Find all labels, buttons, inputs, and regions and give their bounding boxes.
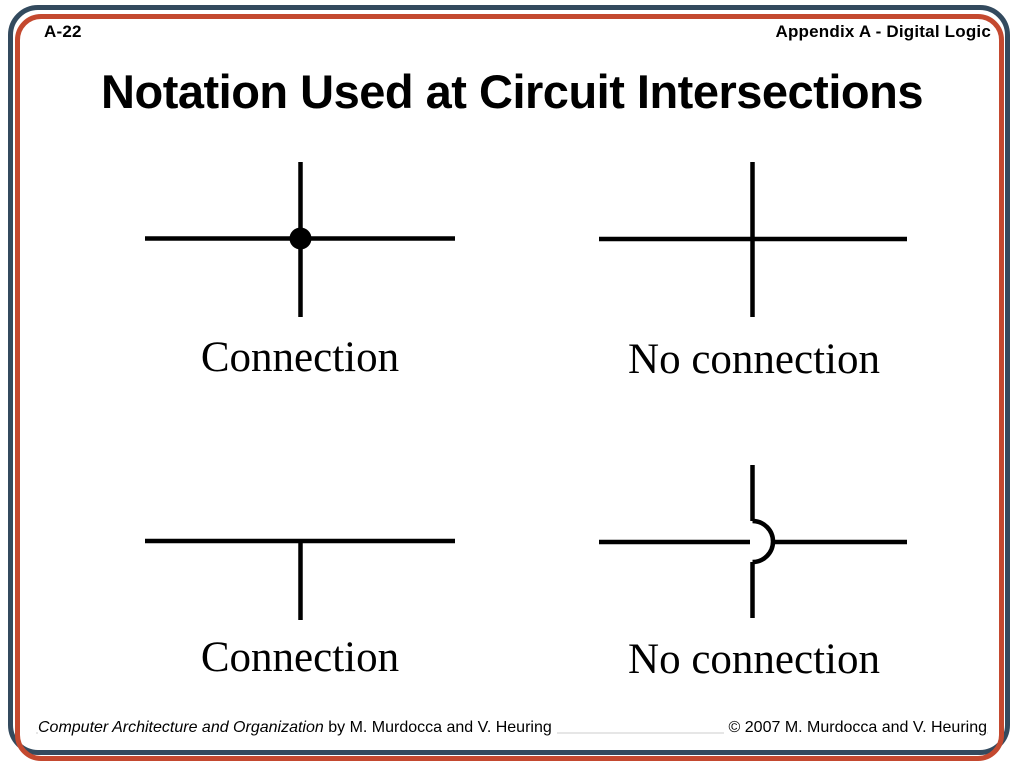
diagram-label-connection-tee: Connection bbox=[200, 634, 400, 681]
connection-dot bbox=[289, 227, 312, 250]
slide-title: Notation Used at Circuit Intersections bbox=[101, 65, 923, 118]
footer-copyright: © 2007 M. Murdocca and V. Heuring bbox=[723, 719, 987, 737]
footer-book-authors: by M. Murdocca and V. Heuring bbox=[323, 719, 552, 736]
connection-tee-diagram bbox=[145, 538, 455, 620]
diagram-label-no-connection-hop: No connection bbox=[628, 636, 880, 683]
hop-arc bbox=[752, 518, 776, 565]
no-connection-hop-diagram bbox=[599, 465, 907, 618]
connection-dot-diagram bbox=[145, 162, 455, 317]
no-connection-cross-diagram bbox=[599, 162, 907, 317]
footer-book-title: Computer Architecture and Organization bbox=[38, 719, 324, 736]
footer-book-credit: Computer Architecture and Organization b… bbox=[38, 719, 557, 737]
header-section-title: Appendix A - Digital Logic bbox=[775, 22, 991, 41]
diagram-label-connection-dot: Connection bbox=[200, 334, 400, 381]
diagram-label-no-connection-cross: No connection bbox=[628, 336, 880, 383]
page-number: A-22 bbox=[44, 22, 82, 41]
